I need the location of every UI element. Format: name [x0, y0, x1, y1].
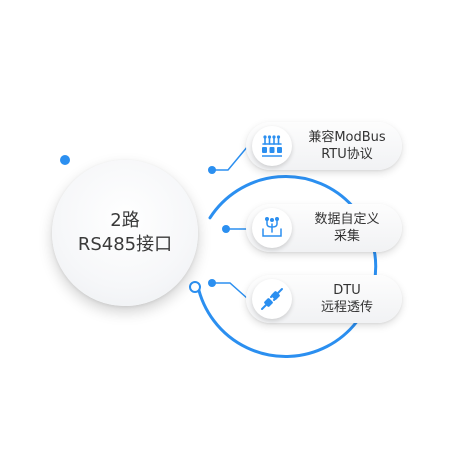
feature-data-collection-text: 数据自定义 采集 [298, 204, 396, 252]
center-title-line1: 2路 [110, 210, 140, 231]
feature-data-collection: 数据自定义 采集 [246, 204, 402, 252]
ring-dot-open [189, 281, 201, 293]
connector-line-1 [212, 145, 249, 171]
center-interface-circle: 2路 RS485接口 [52, 160, 198, 306]
feature-dtu-line1: DTU [333, 283, 361, 298]
connector-dot-1 [208, 166, 216, 174]
connector-dot-2 [222, 225, 230, 233]
feature-dtu: DTU 远程透传 [246, 275, 402, 323]
modbus-network-icon [252, 126, 292, 166]
data-collection-icon [252, 208, 292, 248]
ring-dot-left [60, 155, 70, 165]
feature-modbus-line2: RTU协议 [321, 147, 373, 162]
connector-line-3 [212, 282, 249, 300]
feature-modbus: 兼容ModBus RTU协议 [246, 122, 402, 170]
feature-modbus-text: 兼容ModBus RTU协议 [298, 122, 396, 170]
feature-data-collection-line1: 数据自定义 [314, 212, 380, 227]
feature-dtu-text: DTU 远程透传 [298, 275, 396, 323]
plug-connection-icon [252, 279, 292, 319]
center-title-line2: RS485接口 [77, 234, 173, 255]
feature-modbus-line1: 兼容ModBus [308, 130, 386, 145]
connector-dot-3 [208, 279, 216, 287]
feature-data-collection-line2: 采集 [333, 229, 360, 244]
feature-dtu-line2: 远程透传 [320, 300, 373, 315]
